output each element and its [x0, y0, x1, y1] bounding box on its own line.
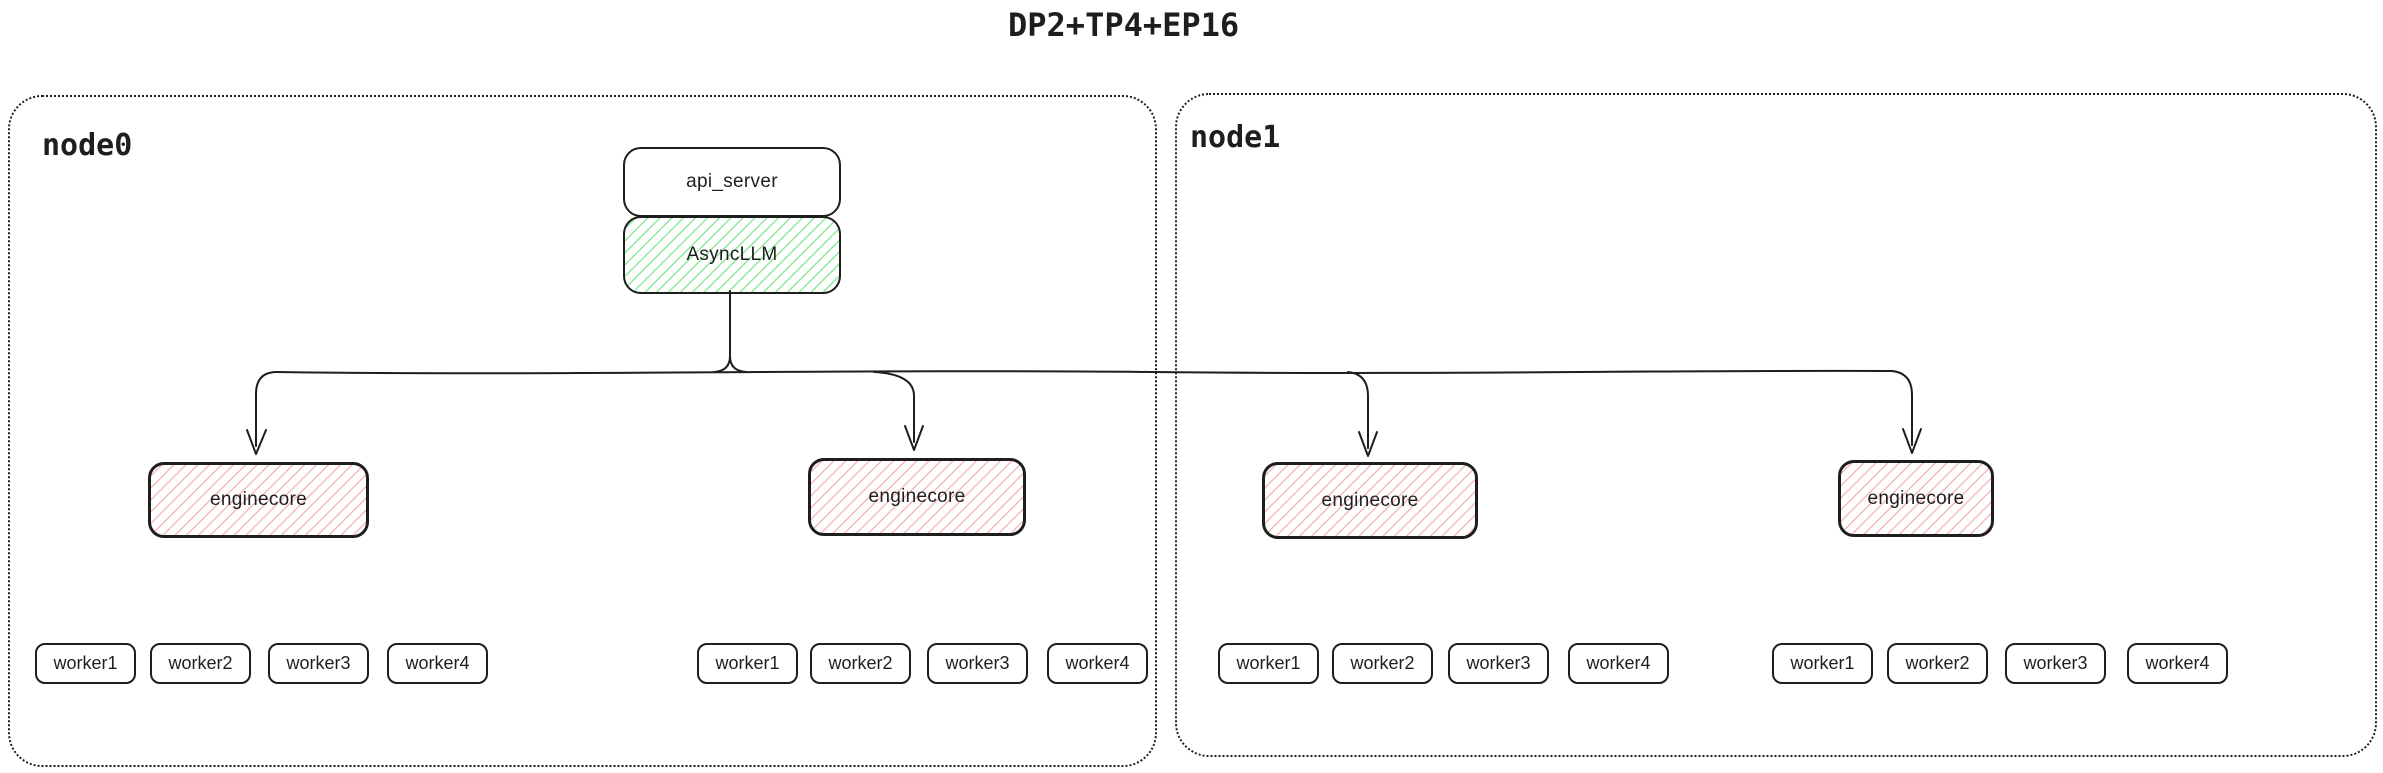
worker-box: worker3 — [268, 643, 369, 684]
node0-label: node0 — [42, 128, 133, 163]
node1-label: node1 — [1190, 120, 1281, 155]
worker-box: worker2 — [1887, 643, 1988, 684]
worker-box: worker4 — [387, 643, 488, 684]
asyncllm-box: AsyncLLM — [623, 216, 841, 294]
worker-box: worker3 — [2005, 643, 2106, 684]
enginecore-box-node1-a: enginecore — [1262, 462, 1478, 539]
worker-box: worker1 — [1772, 643, 1873, 684]
diagram-title: DP2+TP4+EP16 — [1008, 6, 1240, 44]
worker-box: worker1 — [35, 643, 136, 684]
enginecore-box-node1-b: enginecore — [1838, 460, 1994, 537]
api-server-box: api_server — [623, 147, 841, 217]
enginecore-box-node0-b: enginecore — [808, 458, 1026, 536]
node1-container — [1175, 93, 2377, 757]
enginecore-box-node0-a: enginecore — [148, 462, 369, 538]
node0-container — [8, 95, 1157, 767]
worker-box: worker2 — [810, 643, 911, 684]
worker-box: worker4 — [2127, 643, 2228, 684]
worker-box: worker3 — [1448, 643, 1549, 684]
worker-box: worker1 — [697, 643, 798, 684]
worker-box: worker4 — [1568, 643, 1669, 684]
worker-box: worker2 — [150, 643, 251, 684]
worker-box: worker2 — [1332, 643, 1433, 684]
worker-box: worker3 — [927, 643, 1028, 684]
worker-box: worker4 — [1047, 643, 1148, 684]
worker-box: worker1 — [1218, 643, 1319, 684]
